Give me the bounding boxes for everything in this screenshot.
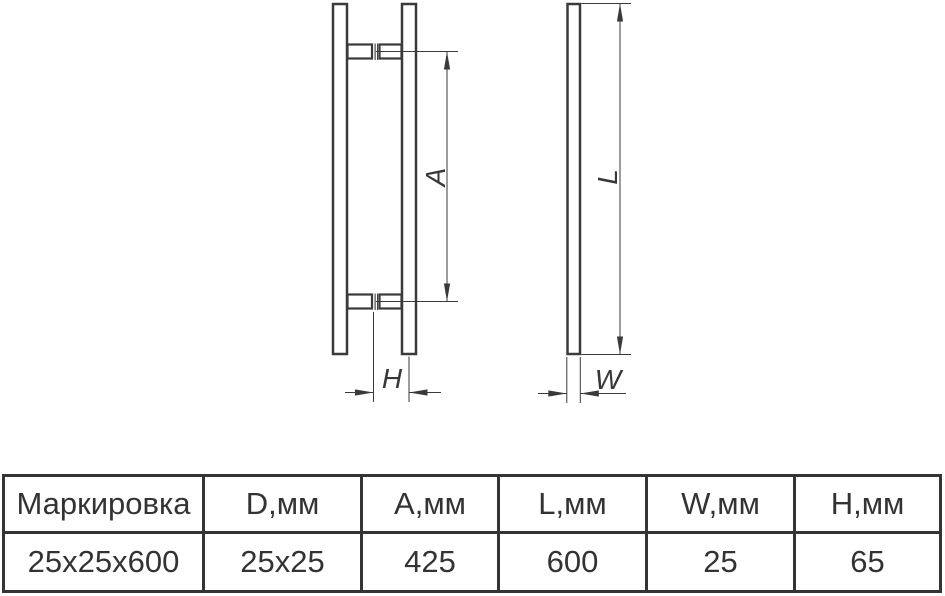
table-row: 25x25x600 25x25 425 600 25 65 (2, 531, 942, 593)
spec-table: Маркировка D,мм A,мм L,мм W,мм H,мм 25x2… (2, 474, 942, 593)
dimension-l: L (581, 3, 631, 355)
dimension-h: H (345, 312, 441, 402)
dimension-w: W (538, 357, 626, 403)
handle-bar-left (331, 2, 349, 356)
dim-label-a: A (420, 168, 451, 189)
col-header-w: W,мм (645, 474, 796, 534)
post-top-left (346, 43, 374, 60)
dim-label-l: L (592, 169, 623, 185)
cell-a: 425 (360, 531, 500, 593)
arrowhead-left (409, 389, 428, 396)
front-view (331, 2, 418, 356)
arrowhead-down (443, 283, 451, 302)
dim-label-h: H (382, 363, 403, 394)
arrowhead-up (616, 3, 624, 22)
col-header-a: A,мм (360, 474, 500, 534)
spec-table-header-row: Маркировка D,мм A,мм L,мм W,мм H,мм (2, 474, 942, 534)
dimension-a: A (376, 51, 458, 302)
arrowhead-right (548, 390, 567, 397)
cell-l: 600 (497, 531, 648, 593)
dim-label-w: W (595, 364, 624, 395)
arrowhead-right (355, 389, 374, 396)
col-header-l: L,мм (497, 474, 648, 534)
technical-drawing: A H L (331, 2, 631, 403)
col-header-h: H,мм (793, 474, 942, 534)
col-header-marking: Маркировка (2, 474, 205, 534)
handle-bar-side (566, 2, 582, 356)
handle-bar-right (400, 2, 418, 356)
cell-d: 25x25 (202, 531, 363, 593)
arrowhead-down (616, 336, 624, 355)
arrowhead-up (443, 51, 451, 70)
cell-marking: 25x25x600 (2, 531, 205, 593)
side-view (566, 2, 582, 356)
cell-w: 25 (645, 531, 796, 593)
cell-h: 65 (793, 531, 942, 593)
post-bottom-left (346, 293, 374, 310)
col-header-d: D,мм (202, 474, 363, 534)
arrowhead-left (580, 390, 599, 397)
